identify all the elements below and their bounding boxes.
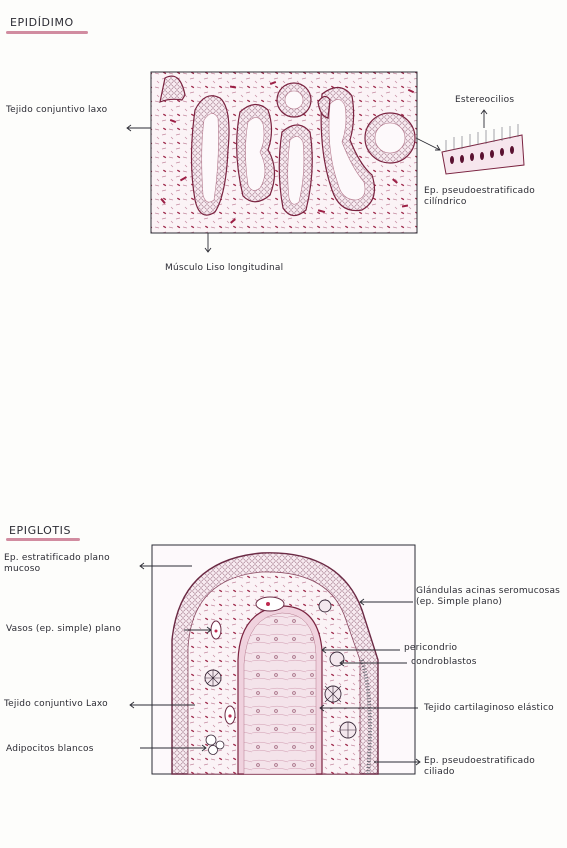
epiglotis-drawing: [129, 544, 421, 775]
label-pericondrio: pericondrio: [404, 643, 458, 653]
epiglotis-pointer-lines: [129, 562, 421, 766]
epididimo-muscle-nuclei: [160, 81, 415, 224]
label-estereocilios: Estereocilios: [455, 95, 515, 105]
epididimo-epithelium-detail: [441, 124, 525, 175]
label-ep-estratificado-plano-mucoso: Ep. estratificado plano mucoso: [4, 553, 110, 574]
label-tejido-conjuntivo-laxo-epiglotis: Tejido conjuntivo Laxo: [4, 699, 108, 709]
label-musculo-liso-longitudinal: Músculo Liso longitudinal: [165, 263, 284, 273]
label-ep-pseudoestratificado-ciliado: Ep. pseudoestratificado ciliado: [424, 756, 535, 777]
epiglotis-adipocytes: [205, 734, 225, 755]
label-adipocitos-blancos: Adipocitos blancos: [6, 744, 94, 754]
epididimo-pointer-lines: [126, 109, 488, 253]
epididimo-ducts: [159, 75, 416, 217]
epididimo-drawing: [126, 71, 525, 253]
epiglotis-title-underline: [6, 538, 80, 541]
epididimo-title-underline: [6, 31, 88, 34]
label-vasos: Vasos (ep. simple) plano: [6, 624, 122, 634]
epiglotis-title: EPIGLOTIS: [9, 524, 72, 537]
label-ep-pseudoestratificado-cilindrico: Ep. pseudoestratificado cilíndrico: [424, 186, 535, 207]
epididimo-title: EPIDÍDIMO: [10, 16, 74, 29]
epiglotis-cartilage: [243, 612, 317, 775]
epiglotis-ciliated-edge: [360, 659, 372, 775]
label-glandulas-acinas: Glándulas acinas seromucosas (ep. Simple…: [416, 586, 561, 607]
label-tejido-conjuntivo-laxo: Tejido conjuntivo laxo: [6, 105, 108, 115]
label-tejido-cartilaginoso-elastico: Tejido cartilaginoso elástico: [424, 703, 554, 713]
label-condroblastos: condroblastos: [411, 657, 477, 667]
